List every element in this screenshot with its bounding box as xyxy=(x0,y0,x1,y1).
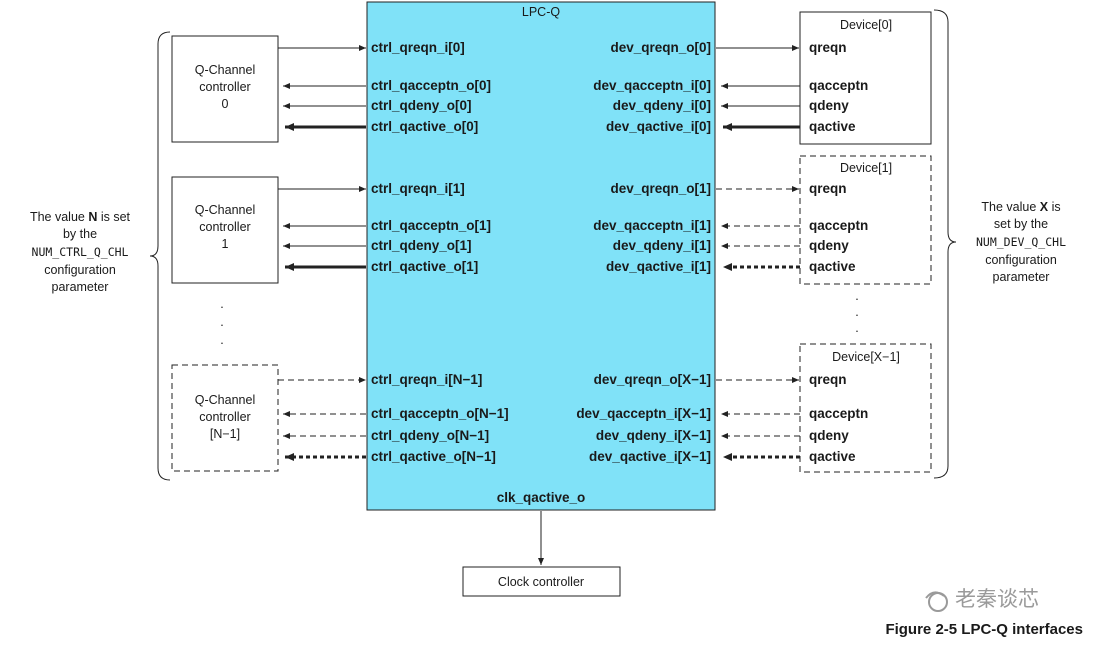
lpc-q-block xyxy=(366,1,716,511)
device-x-port-qreqn: qreqn xyxy=(809,372,847,387)
figure-caption: Figure 2-5 LPC-Q interfaces xyxy=(885,621,1083,638)
left-note-line1: The value N is set xyxy=(30,210,131,224)
dev-qacceptn-1-label: dev_qacceptn_i[1] xyxy=(593,218,711,233)
left-note-line4: configuration xyxy=(44,263,116,277)
device-0-port-qactive: qactive xyxy=(809,119,856,134)
controller-0-line2: controller xyxy=(199,80,250,94)
controller-0-box xyxy=(171,35,279,143)
ctrl-qdeny-n-label: ctrl_qdeny_o[N−1] xyxy=(371,428,489,443)
watermark-logo-icon xyxy=(925,591,948,612)
device-x-port-qacceptn: qacceptn xyxy=(809,406,868,421)
device-x-port-qactive: qactive xyxy=(809,449,856,464)
controller-n-line3: [N−1] xyxy=(210,427,240,441)
device-ellipsis-2: . xyxy=(855,305,858,319)
device-1-port-qacceptn: qacceptn xyxy=(809,218,868,233)
device-0-port-qreqn: qreqn xyxy=(809,40,847,55)
device-1-port-qactive: qactive xyxy=(809,259,856,274)
left-note-line5: parameter xyxy=(52,280,109,294)
dev-qactive-1-label: dev_qactive_i[1] xyxy=(606,259,711,274)
right-note-param: NUM_DEV_Q_CHL xyxy=(976,235,1066,249)
dev-qdeny-1-label: dev_qdeny_i[1] xyxy=(613,238,711,253)
controller-1-line3: 1 xyxy=(222,237,229,251)
controller-ellipsis-1: . xyxy=(220,297,223,311)
device-x-port-qdeny: qdeny xyxy=(809,428,849,443)
controller-n-line2: controller xyxy=(199,410,250,424)
device-1-port-qreqn: qreqn xyxy=(809,181,847,196)
controller-0-line1: Q-Channel xyxy=(195,63,255,77)
device-ellipsis-3: . xyxy=(855,321,858,335)
controller-ellipsis-3: . xyxy=(220,333,223,347)
dev-qreqn-x-label: dev_qreqn_o[X−1] xyxy=(594,372,711,387)
dev-qacceptn-0-label: dev_qacceptn_i[0] xyxy=(593,78,711,93)
ctrl-qactive-0-label: ctrl_qactive_o[0] xyxy=(371,119,478,134)
device-1-port-qdeny: qdeny xyxy=(809,238,849,253)
device-x-title: Device[X−1] xyxy=(832,350,900,364)
controller-1-line1: Q-Channel xyxy=(195,203,255,217)
controller-n-line1: Q-Channel xyxy=(195,393,255,407)
ctrl-qacceptn-1-label: ctrl_qacceptn_o[1] xyxy=(371,218,491,233)
clock-controller-box xyxy=(462,566,621,597)
device-0-port-qacceptn: qacceptn xyxy=(809,78,868,93)
device-1-box xyxy=(799,155,932,285)
dev-qacceptn-x-label: dev_qacceptn_i[X−1] xyxy=(576,406,711,421)
left-brace xyxy=(149,31,171,481)
right-note-line5: parameter xyxy=(993,270,1050,284)
dev-qactive-x-label: dev_qactive_i[X−1] xyxy=(589,449,711,464)
ctrl-qactive-1-label: ctrl_qactive_o[1] xyxy=(371,259,478,274)
ctrl-qreqn-1-label: ctrl_qreqn_i[1] xyxy=(371,181,465,196)
controller-n-box xyxy=(171,364,279,472)
dev-qdeny-x-label: dev_qdeny_i[X−1] xyxy=(596,428,711,443)
left-note-param: NUM_CTRL_Q_CHL xyxy=(32,245,129,259)
ctrl-qactive-n-label: ctrl_qactive_o[N−1] xyxy=(371,449,496,464)
dev-qreqn-1-label: dev_qreqn_o[1] xyxy=(610,181,711,196)
right-note-line1: The value X is xyxy=(981,200,1060,214)
right-brace xyxy=(933,9,957,479)
ctrl-qreqn-n-label: ctrl_qreqn_i[N−1] xyxy=(371,372,482,387)
controller-1-box xyxy=(171,176,279,284)
controller-1-line2: controller xyxy=(199,220,250,234)
left-note-line2: by the xyxy=(63,227,97,241)
device-0-title: Device[0] xyxy=(840,18,892,32)
lpc-q-title: LPC-Q xyxy=(522,5,560,19)
device-1-title: Device[1] xyxy=(840,161,892,175)
controller-ellipsis-2: . xyxy=(220,315,223,329)
ctrl-qacceptn-0-label: ctrl_qacceptn_o[0] xyxy=(371,78,491,93)
right-note-line4: configuration xyxy=(985,253,1057,267)
ctrl-qreqn-0-label: ctrl_qreqn_i[0] xyxy=(371,40,465,55)
clk-qactive-label: clk_qactive_o xyxy=(497,490,586,505)
right-note-line2: set by the xyxy=(994,217,1048,231)
clock-controller-label: Clock controller xyxy=(498,575,584,589)
dev-qdeny-0-label: dev_qdeny_i[0] xyxy=(613,98,711,113)
ctrl-qdeny-1-label: ctrl_qdeny_o[1] xyxy=(371,238,472,253)
ctrl-qacceptn-n-label: ctrl_qacceptn_o[N−1] xyxy=(371,406,509,421)
ctrl-qdeny-0-label: ctrl_qdeny_o[0] xyxy=(371,98,472,113)
device-0-port-qdeny: qdeny xyxy=(809,98,849,113)
dev-qreqn-0-label: dev_qreqn_o[0] xyxy=(610,40,711,55)
device-x-box xyxy=(799,343,932,473)
controller-0-line3: 0 xyxy=(222,97,229,111)
dev-qactive-0-label: dev_qactive_i[0] xyxy=(606,119,711,134)
watermark-text: 老秦谈芯 xyxy=(955,587,1039,611)
device-0-box xyxy=(799,11,932,145)
device-ellipsis-1: . xyxy=(855,289,858,303)
